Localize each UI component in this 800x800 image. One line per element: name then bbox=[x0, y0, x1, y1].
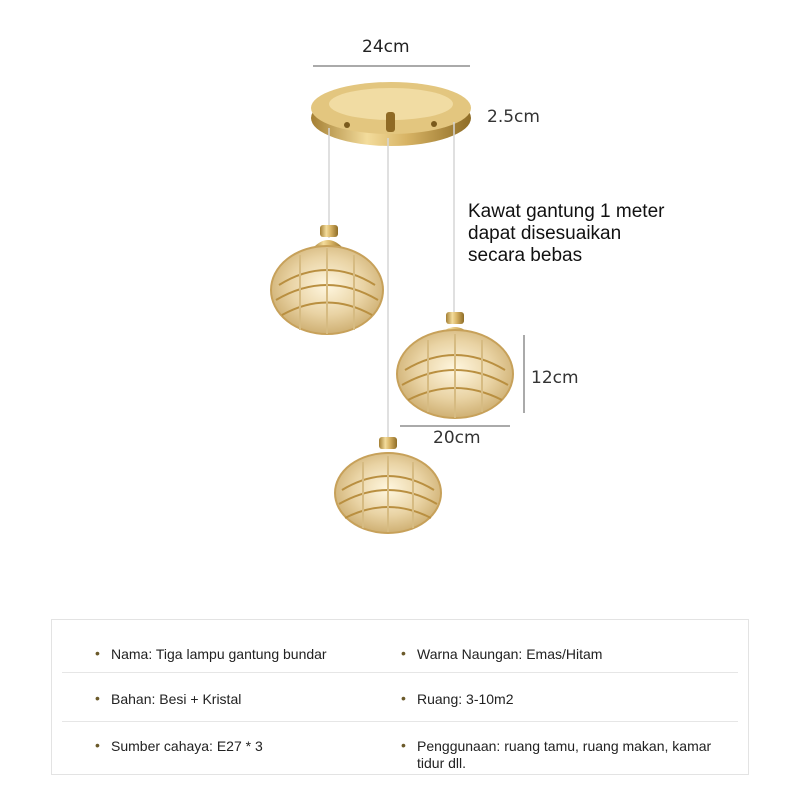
wire-note-line-3: secara bebas bbox=[468, 245, 583, 266]
pendant-lamp-left bbox=[270, 225, 384, 335]
wire-note-line-1: Kawat gantung 1 meter bbox=[468, 201, 665, 222]
spec-material: Bahan: Besi + Kristal bbox=[95, 690, 401, 708]
spec-row: Bahan: Besi + Kristal Ruang: 3-10m2 bbox=[62, 673, 738, 722]
spec-name: Nama: Tiga lampu gantung bundar bbox=[95, 645, 401, 663]
spec-row: Nama: Tiga lampu gantung bundar Warna Na… bbox=[62, 624, 738, 673]
spec-light-source: Sumber cahaya: E27 * 3 bbox=[95, 737, 401, 755]
canopy-height-label: 2.5cm bbox=[487, 107, 540, 127]
ceiling-canopy bbox=[311, 82, 471, 146]
shade-height-label: 12cm bbox=[531, 368, 579, 388]
spec-shade-color: Warna Naungan: Emas/Hitam bbox=[401, 645, 737, 663]
spec-usage: Penggunaan: ruang tamu, ruang makan, kam… bbox=[401, 737, 737, 772]
shade-width-label: 20cm bbox=[433, 428, 481, 448]
wire-length-note: Kawat gantung 1 meter dapat disesuaikan … bbox=[468, 201, 664, 267]
suspension-wires bbox=[328, 122, 455, 440]
wire-note-line-2: dapat disesuaikan bbox=[468, 223, 622, 244]
canopy-width-label: 24cm bbox=[362, 37, 410, 57]
pendant-lamp-bottom bbox=[334, 437, 442, 534]
specification-table: Nama: Tiga lampu gantung bundar Warna Na… bbox=[51, 619, 749, 775]
spec-room: Ruang: 3-10m2 bbox=[401, 690, 737, 708]
spec-row: Sumber cahaya: E27 * 3 Penggunaan: ruang… bbox=[62, 722, 738, 772]
pendant-lamp-illustration bbox=[270, 65, 525, 534]
pendant-lamp-right bbox=[396, 312, 514, 419]
